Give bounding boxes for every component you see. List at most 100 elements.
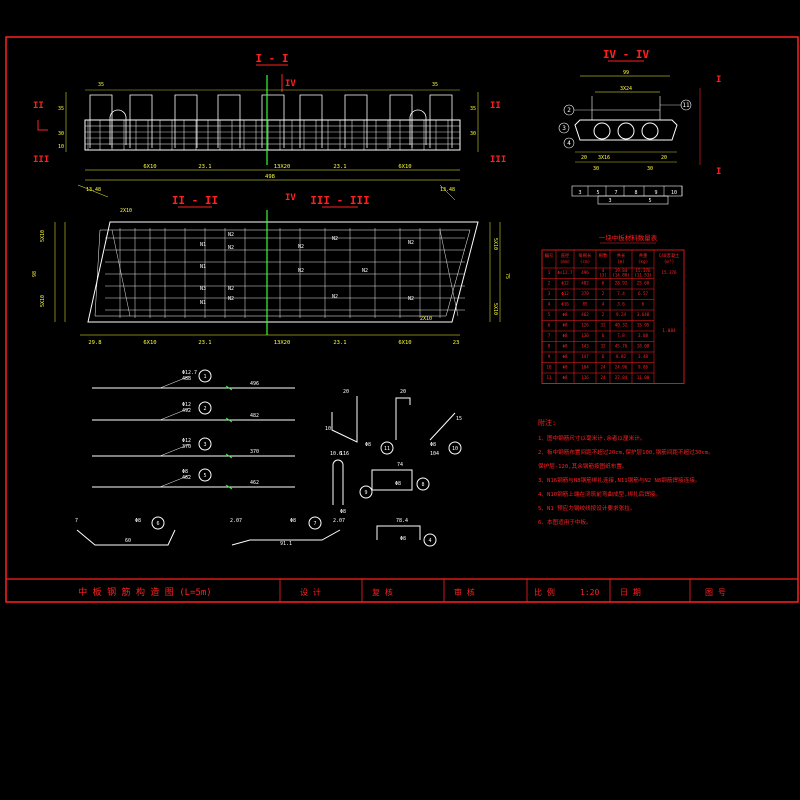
svg-text:3.08: 3.08 [638,333,649,338]
svg-text:2、板中钢筋布置间距不超过20cm,保护层100,钢筋间距不: 2、板中钢筋布置间距不超过20cm,保护层100,钢筋间距不超过30cm。 [538,448,714,456]
svg-text:Φ12.7: Φ12.7 [182,370,197,376]
svg-text:5: 5 [648,198,651,204]
svg-text:Φ8: Φ8 [562,333,568,338]
svg-text:5、N1 预应力钢绞线按设计要求张拉。: 5、N1 预应力钢绞线按设计要求张拉。 [538,504,635,512]
svg-text:91.1: 91.1 [280,541,292,547]
svg-text:5X10: 5X10 [40,295,46,307]
svg-text:7: 7 [313,521,316,527]
svg-text:(kg): (kg) [638,259,648,265]
svg-text:2: 2 [602,312,605,317]
svg-text:IV: IV [285,193,296,203]
svg-text:10: 10 [452,446,458,452]
svg-text:C40混凝土: C40混凝土 [659,252,680,259]
svg-text:6: 6 [602,333,605,338]
svg-text:N1: N1 [200,264,206,270]
notes-block: 附注: 1、图中钢筋尺寸以毫米计,余者以厘米计。2、板中钢筋布置间距不超过20c… [538,418,714,526]
svg-text:35: 35 [470,106,476,112]
svg-text:488: 488 [182,376,191,382]
dim-span-3: 13X20 [274,164,291,170]
svg-text:28.92: 28.92 [615,281,628,286]
svg-text:35: 35 [432,82,438,88]
svg-text:3: 3 [608,198,611,204]
svg-text:7: 7 [75,518,78,524]
svg-text:23.1: 23.1 [333,340,346,346]
svg-text:5X10: 5X10 [40,230,46,242]
svg-text:复 核: 复 核 [372,587,393,597]
svg-text:40.32: 40.32 [615,323,628,328]
svg-text:Φ12: Φ12 [182,438,191,444]
section-title-II-II: II - II [172,194,218,207]
svg-text:III: III [490,155,506,165]
svg-text:2X10: 2X10 [420,316,432,322]
svg-text:3.48: 3.48 [638,354,649,359]
svg-text:116: 116 [340,451,349,457]
scale-value: 1:20 [580,588,599,597]
svg-text:85: 85 [582,302,588,307]
svg-text:8: 8 [634,190,637,196]
svg-text:1: 1 [203,374,206,380]
svg-text:482: 482 [250,413,259,419]
svg-text:23.1: 23.1 [198,340,211,346]
svg-text:15.95: 15.95 [637,323,650,328]
svg-text:6: 6 [156,521,159,527]
svg-text:(m³): (m³) [664,259,674,265]
title-block: 中 板 钢 筋 构 造 图 (L=5m) 设 计 复 核 审 核 比 例 1:2… [78,579,726,602]
svg-text:N2: N2 [228,232,234,238]
svg-text:35: 35 [98,82,104,88]
svg-text:24: 24 [600,375,606,380]
svg-text:75: 75 [504,273,510,279]
svg-text:1.084: 1.084 [662,328,676,334]
svg-text:N2: N2 [228,286,234,292]
svg-text:20: 20 [400,389,406,395]
svg-text:3X24: 3X24 [620,86,632,92]
svg-text:7.8: 7.8 [617,333,625,338]
svg-text:1: 1 [548,270,551,275]
svg-text:10: 10 [325,426,331,432]
svg-text:6: 6 [602,354,605,359]
svg-text:9: 9 [654,190,657,196]
svg-text:(m): (m) [617,259,625,265]
svg-text:6.57: 6.57 [638,291,649,296]
svg-text:Φ12: Φ12 [561,291,569,296]
svg-text:N2: N2 [298,268,304,274]
svg-text:3: 3 [578,190,581,196]
section-title-I-I: I - I [255,52,288,65]
svg-text:日 期: 日 期 [620,588,641,597]
svg-text:Φ8: Φ8 [365,442,371,448]
svg-text:482: 482 [581,281,589,286]
svg-text:N1: N1 [200,242,206,248]
svg-text:Φs12.7: Φs12.7 [557,270,573,275]
svg-text:6: 6 [548,323,551,328]
svg-text:13.48: 13.48 [440,187,455,193]
svg-text:462: 462 [250,480,259,486]
dim-span-5: 6X10 [398,164,411,170]
svg-text:N3: N3 [200,286,206,292]
svg-text:共重: 共重 [639,252,648,259]
svg-text:2X10: 2X10 [120,208,132,214]
svg-text:7.4: 7.4 [617,291,625,296]
svg-text:104: 104 [581,365,589,370]
svg-text:30: 30 [647,166,653,172]
svg-text:Φ8: Φ8 [562,312,568,317]
svg-text:Φ8: Φ8 [290,518,296,524]
svg-text:370: 370 [182,444,191,450]
svg-text:15: 15 [456,416,462,422]
svg-text:I: I [716,75,721,85]
svg-text:4: 4 [602,268,605,273]
svg-text:4: 4 [602,302,605,307]
svg-text:(cm): (cm) [580,259,590,265]
table-title: 一块中板材料数量表 [599,233,658,242]
svg-text:13X20: 13X20 [274,340,291,346]
svg-text:30: 30 [58,131,64,137]
svg-text:4、N10钢筋上端在浇筑前弯曲成型,绑扎后焊接。: 4、N10钢筋上端在浇筑前弯曲成型,绑扎后焊接。 [538,490,661,498]
svg-text:99: 99 [623,70,629,76]
svg-text:98: 98 [32,271,38,277]
svg-text:2.07: 2.07 [230,518,242,524]
svg-text:15.376: 15.376 [635,268,651,273]
svg-text:462: 462 [581,312,589,317]
svg-text:10: 10 [58,144,64,150]
svg-text:3: 3 [562,125,566,132]
svg-text:32: 32 [600,323,606,328]
svg-text:3、N16钢筋与N8钢筋绑扎连接,N11钢筋与N2 N8钢筋: 3、N16钢筋与N8钢筋绑扎连接,N11钢筋与N2 N8钢筋焊接连接。 [538,476,700,484]
svg-text:9.24: 9.24 [616,312,627,317]
